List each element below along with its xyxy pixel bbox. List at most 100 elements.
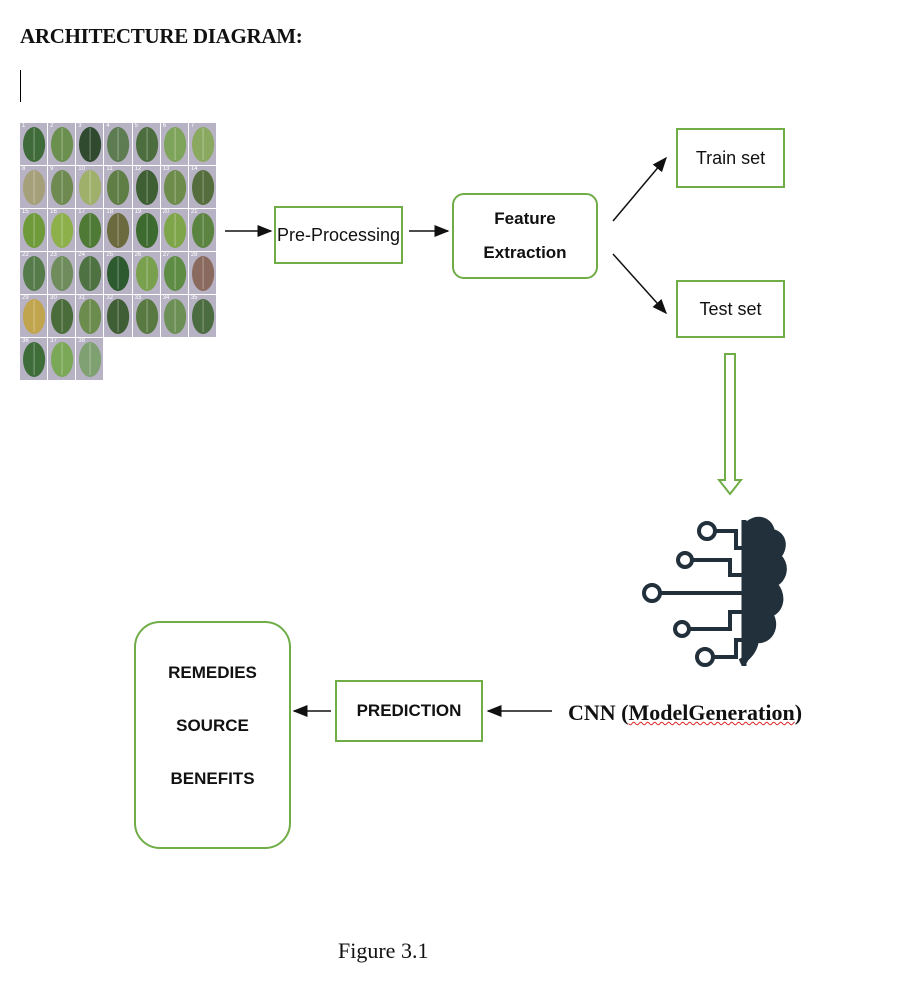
arrow-feature-to-test <box>612 253 668 315</box>
leaf-thumbnail: 21 <box>188 209 216 251</box>
test-set-label: Test set <box>699 298 762 319</box>
leaf-thumbnail: 3 <box>76 123 104 165</box>
preprocessing-box: Pre-Processing <box>274 206 403 264</box>
leaf-thumbnail-number: 28 <box>190 252 198 258</box>
leaf-thumbnail: 33 <box>132 295 160 337</box>
train-set-box: Train set <box>676 128 785 188</box>
leaf-thumbnail-number: 11 <box>106 166 113 172</box>
leaf-thumbnail: 18 <box>104 209 132 251</box>
leaf-thumbnail: 20 <box>160 209 188 251</box>
leaf-thumbnail-number: 7 <box>190 123 195 129</box>
leaf-thumbnail-number: 25 <box>106 252 114 258</box>
leaf-thumbnail: 25 <box>104 252 132 294</box>
leaf-thumbnail: 28 <box>188 252 216 294</box>
figure-caption: Figure 3.1 <box>338 938 429 963</box>
cnn-model-word: ModelGeneration <box>628 700 795 725</box>
leaf-thumbnail-number: 13 <box>162 166 170 172</box>
leaf-thumbnail-number: 34 <box>162 295 170 301</box>
leaf-thumbnail-number: 14 <box>190 166 198 172</box>
leaf-thumbnail: 29 <box>20 295 48 337</box>
leaf-thumbnail: 30 <box>48 295 76 337</box>
leaf-thumbnail-number: 30 <box>50 295 57 301</box>
leaf-thumbnail: 23 <box>48 252 76 294</box>
leaf-thumbnail: 1 <box>20 123 48 165</box>
remedies-label: REMEDIES <box>168 663 257 682</box>
leaf-thumbnail: 37 <box>48 338 76 380</box>
leaf-thumbnail-number: 29 <box>22 295 29 301</box>
leaf-thumbnail-number: 35 <box>190 295 198 301</box>
feature-label-line1: Feature <box>494 209 556 228</box>
leaf-thumbnail-number: 38 <box>78 338 85 344</box>
leaf-thumbnail: 34 <box>160 295 188 337</box>
prediction-box: PREDICTION <box>335 680 483 742</box>
prediction-label: PREDICTION <box>356 701 462 720</box>
leaf-thumbnail: 19 <box>132 209 160 251</box>
leaf-thumbnail-number: 31 <box>78 295 85 301</box>
leaf-thumbnail: 36 <box>20 338 48 380</box>
preprocessing-label: Pre-Processing <box>276 224 401 245</box>
leaf-thumbnail: 22 <box>20 252 48 294</box>
leaf-thumbnail-number: 17 <box>78 209 85 215</box>
leaf-thumbnail: 4 <box>104 123 132 165</box>
leaf-thumbnail: 24 <box>76 252 104 294</box>
leaf-thumbnail-number: 1 <box>22 123 26 129</box>
leaf-thumbnail: 12 <box>132 166 160 208</box>
leaf-thumbnail: 5 <box>132 123 160 165</box>
source-label: SOURCE <box>176 716 249 735</box>
leaf-thumbnail: 32 <box>104 295 132 337</box>
leaf-thumbnail-number: 20 <box>162 209 170 215</box>
leaf-thumbnail-number: 26 <box>134 252 142 258</box>
cnn-model-label: CNN (ModelGeneration) <box>568 700 802 726</box>
leaf-thumbnail: 38 <box>76 338 104 380</box>
arrow-test-to-cnn <box>716 353 744 496</box>
test-set-box: Test set <box>676 280 785 338</box>
cnn-suffix: ) <box>794 700 803 725</box>
leaf-thumbnail: 15 <box>20 209 48 251</box>
leaf-thumbnail-number: 5 <box>134 123 138 129</box>
leaf-thumbnail-number: 21 <box>190 209 198 215</box>
leaf-thumbnail-number: 32 <box>106 295 114 301</box>
leaf-thumbnail: 11 <box>104 166 132 208</box>
feature-extraction-box: Feature Extraction <box>452 193 598 279</box>
leaf-thumbnail: 10 <box>76 166 104 208</box>
leaf-thumbnail-number: 23 <box>50 252 57 258</box>
leaf-thumbnail: 35 <box>188 295 216 337</box>
leaf-thumbnail: 9 <box>48 166 76 208</box>
leaf-thumbnail-number: 33 <box>134 295 142 301</box>
outputs-box: REMEDIES SOURCE BENEFITS <box>134 621 291 849</box>
page-heading: ARCHITECTURE DIAGRAM: <box>20 24 303 48</box>
train-set-label: Train set <box>695 147 766 168</box>
leaf-thumbnail-number: 12 <box>134 166 142 172</box>
leaf-thumbnail-number: 27 <box>162 252 170 258</box>
leaf-thumbnail-number: 37 <box>50 338 57 344</box>
leaf-thumbnail: 31 <box>76 295 104 337</box>
leaf-thumbnail: 26 <box>132 252 160 294</box>
leaf-thumbnail-number: 6 <box>162 123 167 129</box>
leaf-thumbnail-number: 19 <box>134 209 142 215</box>
leaf-thumbnail-number: 15 <box>22 209 29 215</box>
leaf-thumbnail: 13 <box>160 166 188 208</box>
leaf-thumbnail: 17 <box>76 209 104 251</box>
leaf-thumbnail: 27 <box>160 252 188 294</box>
arrow-feature-to-train <box>612 156 667 222</box>
benefits-label: BENEFITS <box>170 769 255 788</box>
leaf-thumbnail: 7 <box>188 123 216 165</box>
leaf-thumbnail-number: 18 <box>106 209 114 215</box>
leaf-thumbnail-number: 8 <box>22 166 26 172</box>
leaf-thumbnail-number: 36 <box>22 338 29 344</box>
leaf-thumbnail: 6 <box>160 123 188 165</box>
leaf-thumbnail-number: 24 <box>78 252 85 258</box>
cnn-prefix: CNN ( <box>568 700 629 725</box>
leaf-thumbnail-number: 16 <box>50 209 57 215</box>
leaf-thumbnail: 8 <box>20 166 48 208</box>
leaf-thumbnail-number: 2 <box>50 123 54 129</box>
leaf-thumbnail-number: 3 <box>78 123 82 129</box>
brain-icon-fill <box>746 519 786 664</box>
leaf-thumbnail: 16 <box>48 209 76 251</box>
leaf-thumbnail-number: 4 <box>106 123 110 129</box>
leaf-thumbnail-number: 10 <box>78 166 85 172</box>
leaf-thumbnail-number: 22 <box>22 252 29 258</box>
feature-label-line2: Extraction <box>483 243 567 262</box>
